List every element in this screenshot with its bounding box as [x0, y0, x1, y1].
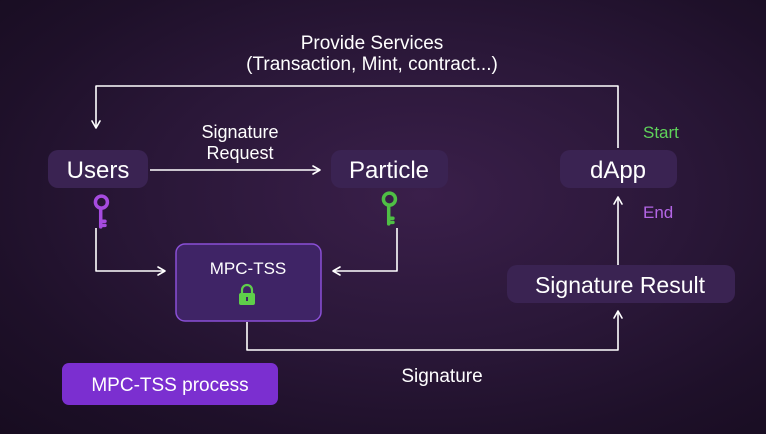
- dapp-node-label: dApp: [590, 157, 646, 184]
- connector-users-to-mpc: [95, 228, 166, 276]
- provide-services-label: Provide Services: [301, 33, 444, 54]
- signature-result-node: Signature Result: [507, 265, 735, 303]
- signature-request-label-line2: Request: [206, 143, 273, 163]
- key-icon: [93, 194, 110, 229]
- provide-services-detail: (Transaction, Mint, contract...): [246, 54, 498, 75]
- connector-particle-to-mpc: [332, 228, 398, 276]
- users-node: Users: [48, 150, 148, 188]
- end-marker: End: [643, 203, 673, 222]
- lock-icon: [239, 283, 255, 305]
- mpc-tss-node-box: [175, 243, 322, 322]
- signature-edge-label: Signature: [401, 366, 482, 387]
- legend: MPC-TSS process: [62, 363, 278, 405]
- legend-box: [62, 363, 278, 405]
- connector-signature: [246, 310, 623, 351]
- users-node-box: [48, 150, 148, 188]
- start-marker: Start: [643, 123, 679, 142]
- particle-node-label: Particle: [349, 157, 429, 184]
- mpc-tss-node-label: MPC-TSS: [210, 259, 287, 278]
- signature-request-label-line1: Signature: [201, 122, 278, 142]
- particle-node-box: [331, 150, 448, 188]
- connector-provide-services: [91, 85, 619, 148]
- particle-node: Particle: [331, 150, 448, 188]
- users-node-label: Users: [67, 157, 130, 184]
- signature-result-node-label: Signature Result: [535, 272, 706, 298]
- dapp-node: dApp: [560, 150, 677, 188]
- legend-label: MPC-TSS process: [91, 375, 248, 396]
- connectors: [91, 85, 623, 351]
- signature-result-node-box: [507, 265, 735, 303]
- mpc-tss-node: MPC-TSS: [175, 243, 322, 322]
- key-icon: [381, 191, 398, 226]
- dapp-node-box: [560, 150, 677, 188]
